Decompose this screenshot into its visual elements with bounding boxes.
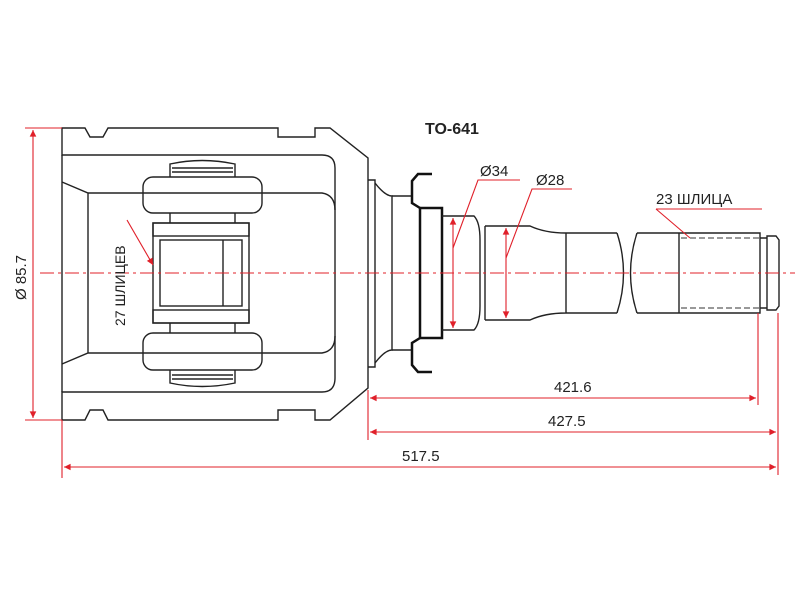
svg-text:427.5: 427.5 [548,413,586,430]
svg-text:Ø 85.7: Ø 85.7 [13,255,30,300]
svg-text:517.5: 517.5 [402,448,440,465]
dimension-outer-diameter: Ø 85.7 [13,127,62,421]
part-number: TO-641 [425,121,479,138]
dimension-outer-splines: 23 ШЛИЦА [655,191,762,239]
svg-text:421.6: 421.6 [554,379,592,396]
tripod-rollers [142,159,263,388]
svg-text:Ø34: Ø34 [480,163,508,180]
svg-text:27 ШЛИЦЕВ: 27 ШЛИЦЕВ [112,245,128,326]
svg-text:23 ШЛИЦА: 23 ШЛИЦА [656,191,732,208]
dimension-inner-splines: 27 ШЛИЦЕВ [112,219,154,326]
dimension-shaft-diameter: Ø28 [502,172,572,318]
dimension-seal-diameter: Ø34 [449,163,520,328]
dimension-length-lines: 421.6 427.5 517.5 [61,313,779,478]
outer-housing [61,127,369,421]
svg-text:Ø28: Ø28 [536,172,564,189]
